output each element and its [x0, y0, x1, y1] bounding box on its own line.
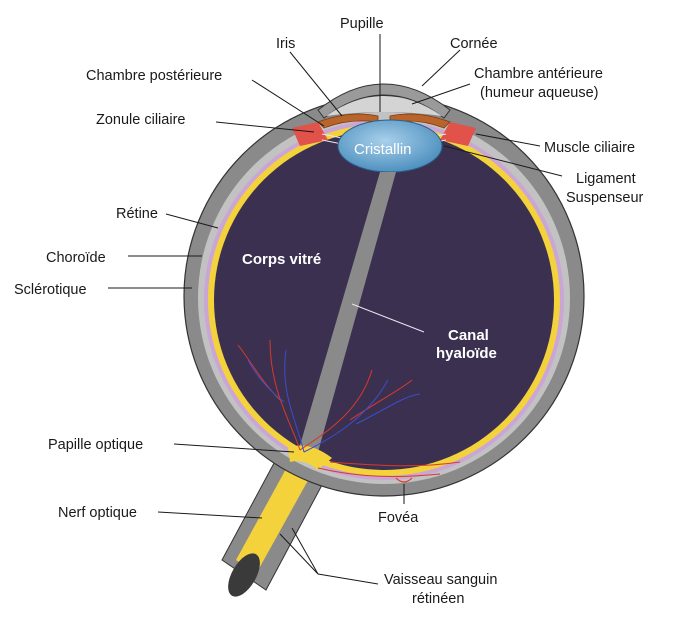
- label-muscle-ciliaire: Muscle ciliaire: [544, 140, 635, 156]
- label-sclerotique: Sclérotique: [14, 282, 87, 298]
- label-retine: Rétine: [116, 206, 158, 222]
- label-choroide: Choroïde: [46, 250, 106, 266]
- label-fovea: Fovéa: [378, 510, 419, 526]
- ciliary-muscle-right: [440, 122, 476, 146]
- ciliary-muscle-left: [292, 122, 328, 146]
- label-vaisseau-1: Vaisseau sanguin: [384, 572, 497, 588]
- label-pupille: Pupille: [340, 16, 384, 32]
- label-corps-vitre: Corps vitré: [242, 251, 321, 268]
- cornea: [317, 83, 451, 119]
- label-ligament-1: Ligament: [576, 171, 636, 187]
- label-ligament-2: Suspenseur: [566, 190, 644, 206]
- label-iris: Iris: [276, 36, 295, 52]
- optic-nerve-cut-end: [228, 553, 260, 597]
- label-papille-optique: Papille optique: [48, 437, 143, 453]
- label-cristallin: Cristallin: [354, 141, 412, 158]
- optic-nerve-core: [236, 458, 316, 574]
- label-chambre-anterieure-1: Chambre antérieure: [474, 66, 603, 82]
- label-chambre-anterieure-2: (humeur aqueuse): [480, 85, 599, 101]
- label-nerf-optique: Nerf optique: [58, 505, 137, 521]
- retinal-vessels: [237, 339, 461, 477]
- label-zonule-ciliaire: Zonule ciliaire: [96, 112, 185, 128]
- optic-disc: [288, 445, 332, 470]
- label-cornee: Cornée: [450, 36, 498, 52]
- label-vaisseau-2: rétinéen: [412, 591, 464, 607]
- anterior-chamber: [326, 96, 442, 116]
- fovea: [395, 477, 413, 483]
- label-chambre-posterieure: Chambre postérieure: [86, 68, 222, 84]
- vitreous-body: [214, 130, 554, 470]
- label-canal-1: Canal: [448, 327, 489, 344]
- leader-lines: [108, 34, 563, 585]
- label-canal-2: hyaloïde: [436, 345, 497, 362]
- hyaloid-canal: [298, 172, 396, 452]
